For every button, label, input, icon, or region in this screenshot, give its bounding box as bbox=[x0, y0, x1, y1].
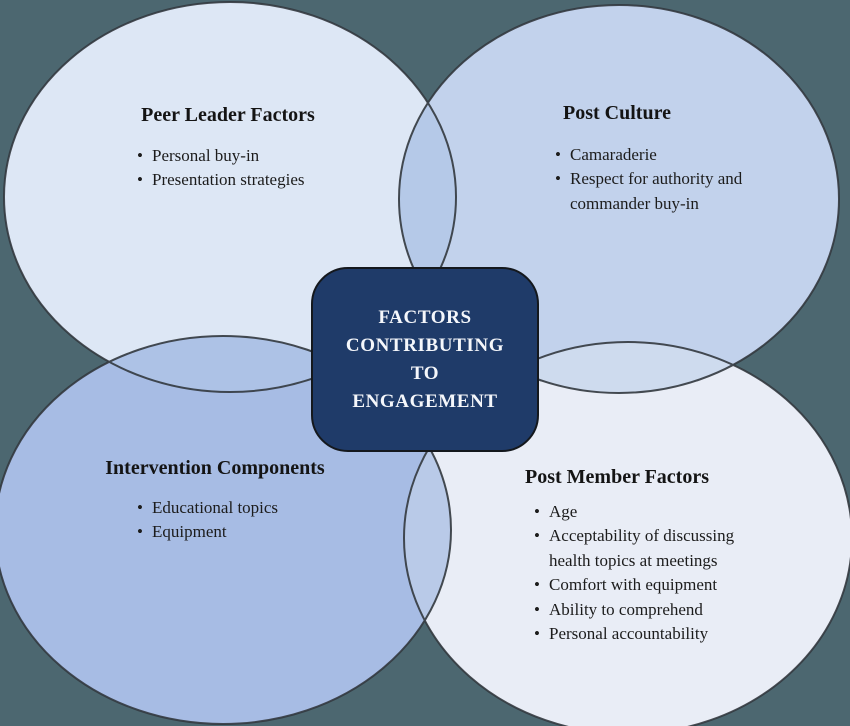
post-culture-bullet-list: CamaraderieRespect for authority and com… bbox=[542, 143, 752, 216]
outline-peer-leader bbox=[3, 1, 457, 393]
bullet-item: Age bbox=[534, 500, 759, 525]
circle-title-post-culture: Post Culture bbox=[563, 102, 671, 124]
intervention-components-block: Intervention Components Educational topi… bbox=[90, 456, 340, 545]
post-member-factors-block: Post Member Factors AgeAcceptability of … bbox=[514, 465, 759, 647]
bullet-item: Comfort with equipment bbox=[534, 573, 759, 598]
bullet-item: Camaraderie bbox=[555, 143, 752, 168]
center-box-line: FACTORS bbox=[378, 306, 472, 328]
bullet-item: Presentation strategies bbox=[137, 168, 353, 193]
circle-title-intervention: Intervention Components bbox=[105, 457, 325, 479]
peer-leader-factors-block: Peer Leader Factors Personal buy-inPrese… bbox=[103, 103, 353, 193]
bullet-item: Acceptability of discussing health topic… bbox=[534, 524, 759, 573]
post-member-bullet-list: AgeAcceptability of discussing health to… bbox=[514, 500, 759, 647]
bullet-item: Equipment bbox=[137, 520, 340, 545]
bullet-item: Personal buy-in bbox=[137, 144, 353, 169]
center-box-line: ENGAGEMENT bbox=[352, 390, 498, 412]
bullet-item: Respect for authority and commander buy-… bbox=[555, 167, 752, 216]
center-box-line: TO bbox=[410, 362, 440, 384]
circle-title-peer-leader: Peer Leader Factors bbox=[141, 104, 315, 126]
bullet-item: Educational topics bbox=[137, 496, 340, 521]
center-factors-box: FACTORS CONTRIBUTING TO ENGAGEMENT bbox=[311, 267, 539, 452]
circle-title-post-member: Post Member Factors bbox=[525, 466, 710, 488]
center-box-line: CONTRIBUTING bbox=[345, 334, 505, 356]
outline-post-member bbox=[403, 341, 850, 726]
bullet-item: Ability to comprehend bbox=[534, 598, 759, 623]
post-culture-block: Post Culture CamaraderieRespect for auth… bbox=[542, 101, 752, 216]
intervention-bullet-list: Educational topicsEquipment bbox=[90, 496, 340, 545]
outline-intervention bbox=[0, 335, 452, 725]
bullet-item: Personal accountability bbox=[534, 622, 759, 647]
peer-leader-bullet-list: Personal buy-inPresentation strategies bbox=[103, 144, 353, 193]
outline-post-culture bbox=[398, 4, 840, 394]
